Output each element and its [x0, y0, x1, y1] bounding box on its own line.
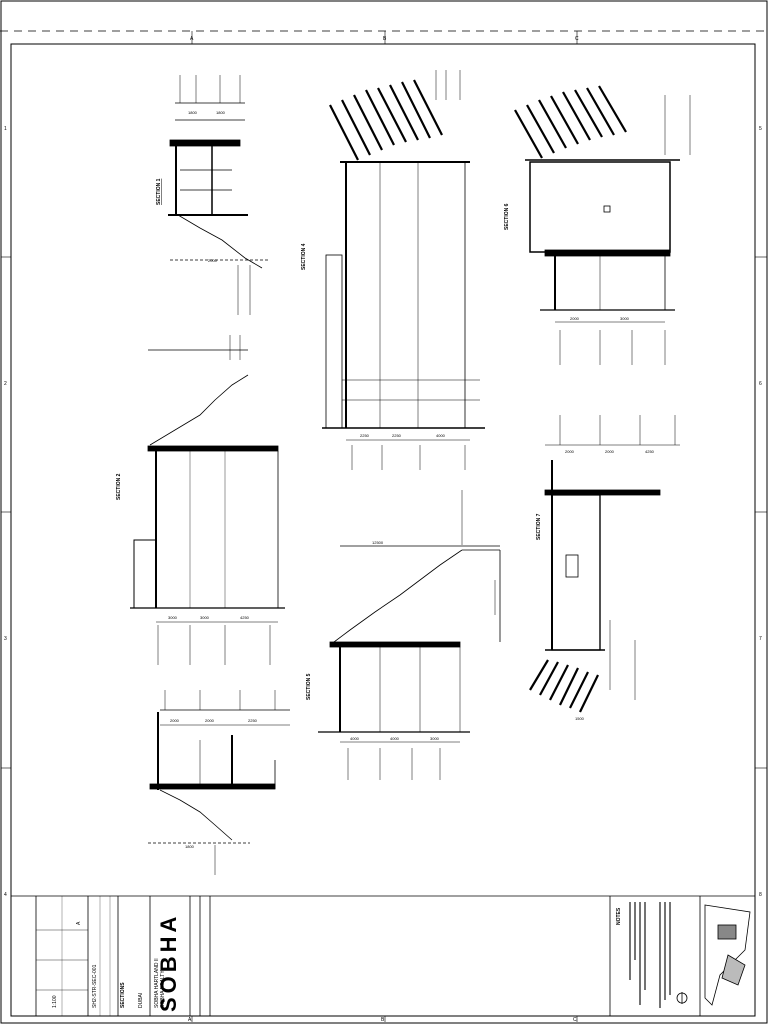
- title-block: [11, 895, 755, 1016]
- section-3-drawing: [148, 690, 290, 875]
- section-1-dim-3: 2000: [208, 258, 218, 263]
- section-4-dim-1: 2250: [360, 433, 370, 438]
- revision-value: A: [76, 921, 82, 925]
- section-7-dim-4: 1500: [575, 716, 585, 721]
- border-number-8: 8: [759, 892, 762, 898]
- section-7-drawing: [529, 415, 680, 713]
- section-3-dim-2: 2000: [205, 718, 215, 723]
- section-3-dim-3: 2250: [248, 718, 258, 723]
- section-6-title: SECTION 6: [504, 203, 510, 230]
- section-6-dim-1: 2000: [570, 316, 580, 321]
- section-5-drawing: [318, 490, 501, 780]
- section-2-dim-3: 4250: [240, 615, 250, 620]
- border-letter-bottom-b: B: [381, 1017, 385, 1023]
- border-number-1: 1: [4, 126, 7, 132]
- border-letter-top-b: B: [383, 36, 387, 42]
- border-letter-bottom-a: A: [188, 1017, 192, 1023]
- notes-lines: [629, 902, 671, 1008]
- section-5-dim-4: 3000: [430, 736, 440, 741]
- border-number-3: 3: [4, 636, 7, 642]
- section-2-title: SECTION 2: [116, 473, 122, 500]
- section-5-title: SECTION 5: [306, 673, 312, 700]
- section-3-dim-4: 1800: [185, 844, 195, 849]
- project-line-3: DUBAI: [138, 993, 144, 1008]
- border-letter-top-a: A: [190, 36, 194, 42]
- section-1-drawing: [168, 75, 270, 315]
- drawing-number: SH2-STR-SEC-001: [92, 964, 98, 1008]
- section-2-dim-2: 3000: [200, 615, 210, 620]
- border-number-4: 4: [4, 892, 7, 898]
- section-7-title: SECTION 7: [536, 513, 542, 540]
- section-7-dim-3: 4250: [645, 449, 655, 454]
- section-1-title: SECTION 1: [156, 178, 162, 205]
- section-4-title: SECTION 4: [301, 243, 307, 270]
- scale-value: 1:100: [52, 995, 58, 1008]
- inner-frame: [10, 43, 756, 1017]
- section-7-dim-1: 2000: [565, 449, 575, 454]
- section-6-dim-2: 3000: [620, 316, 630, 321]
- border-number-2: 2: [4, 381, 7, 387]
- notes-title: NOTES: [616, 907, 622, 925]
- section-4-dim-3: 4000: [436, 433, 446, 438]
- project-line-1: SOBHA HARTLAND II: [154, 958, 160, 1008]
- section-2-dim-1: 3000: [168, 615, 178, 620]
- section-5-dim-2: 4000: [350, 736, 360, 741]
- section-4-dim-2: 2250: [392, 433, 402, 438]
- border-letter-bottom-c: C: [573, 1017, 577, 1023]
- project-line-2: SOBHA REALTY: [160, 970, 166, 1008]
- section-5-dim-3: 4000: [390, 736, 400, 741]
- border-number-5: 5: [759, 126, 762, 132]
- section-2-drawing: [130, 335, 285, 665]
- section-6-drawing: [514, 85, 691, 365]
- section-4-drawing: [322, 70, 485, 470]
- section-1-dim-1: 1800: [188, 110, 198, 115]
- border-letter-top-c: C: [575, 36, 579, 42]
- section-1-dim-2: 1800: [216, 110, 226, 115]
- border-number-7: 7: [759, 636, 762, 642]
- section-5-dim-1: 12500: [372, 540, 384, 545]
- section-3-dim-1: 2000: [170, 718, 180, 723]
- border-ticks: [1, 31, 767, 1022]
- company-logo: SOBHA: [156, 913, 181, 1012]
- border-number-6: 6: [759, 381, 762, 387]
- drawing-title: SECTIONS: [120, 982, 126, 1008]
- section-7-dim-2: 2000: [605, 449, 615, 454]
